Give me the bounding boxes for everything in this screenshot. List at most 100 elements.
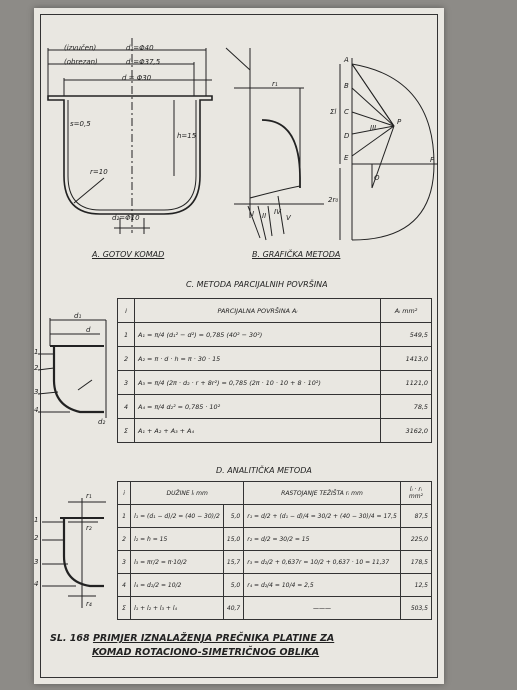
row-index: 2 (116, 527, 132, 551)
row-length-formula: l₄ = d₂/2 = 10/2 (130, 573, 224, 597)
table-row: 3 l₃ = πr/2 = π·10/2 15,7 r₃ = d₂/2 + 0,… (116, 550, 433, 574)
label-b-B: B (344, 82, 349, 90)
label-obrezan: (obrezan) (64, 58, 98, 66)
table-row: Σ A₁ + A₂ + A₃ + A₄ 3162,0 (117, 418, 432, 443)
row-distance: ——— (243, 596, 401, 620)
label-b-D: D (344, 132, 350, 140)
drawing-b-graphical-method (34, 8, 444, 268)
row-length-formula: l₁ + l₂ + l₃ + l₄ (130, 596, 224, 620)
header-product: lᵢ · rᵢ mm² (399, 481, 433, 505)
header-i: i (116, 481, 132, 505)
row-value: 549,5 (380, 322, 432, 347)
row-length-value: 5,0 (222, 573, 245, 597)
figure-caption-line1: Sl. 168 PRIMJER IZNALAŽENJA PREČNIKA PLA… (50, 632, 430, 646)
row-product: 225,0 (399, 527, 433, 551)
table-row: 4 l₄ = d₂/2 = 10/2 5,0 r₄ = d₂/4 = 10/4 … (116, 573, 433, 597)
label-h: h=15 (177, 132, 197, 140)
row-formula: A₁ + A₂ + A₃ + A₄ (134, 418, 381, 443)
row-index: 3 (116, 550, 132, 574)
label-d2: d₂=Φ10 (112, 214, 140, 222)
label-b-V: V (286, 214, 291, 222)
row-distance: r₃ = d₂/2 + 0,637r = 10/2 + 0,637 · 10 =… (243, 550, 401, 574)
d-label-3: 3 (34, 558, 39, 566)
c-label-3: 3 (34, 388, 39, 396)
label-b-IV: IV (274, 208, 281, 216)
row-formula: A₁ = π/4 (d₁² − d²) = 0,785 (40² − 30²) (134, 322, 381, 347)
row-index: Σ (116, 596, 132, 620)
d-label-2: 2 (34, 534, 39, 542)
section-d-profile-sketch (34, 8, 444, 648)
row-index: Σ (117, 418, 135, 443)
header-lengths: DUŽINE lᵢ mm (130, 481, 245, 505)
header-centroid-distance: RASTOJANJE TEŽIŠTA rᵢ mm (243, 481, 401, 505)
row-length-formula: l₂ = h = 15 (130, 527, 224, 551)
partial-areas-table: i PARCIJALNA POVRŠINA Aᵢ Aᵢ mm² 1 A₁ = π… (117, 298, 432, 443)
figure-number: Sl. 168 (50, 633, 90, 644)
section-c-profile-sketch (34, 8, 444, 468)
label-b-E: E (344, 154, 349, 162)
drawing-a-finished-part (34, 8, 444, 268)
table-header-row: i DUŽINE lᵢ mm RASTOJANJE TEŽIŠTA rᵢ mm … (116, 481, 433, 505)
row-length-value: 15,7 (222, 550, 245, 574)
label-r: r=10 (90, 168, 108, 176)
label-b-O: O (374, 174, 380, 182)
row-length-value: 40,7 (222, 596, 245, 620)
section-d-title: d. ANALITIČKA METODA (216, 466, 312, 475)
row-length-value: 15,0 (222, 527, 245, 551)
table-row: 2 l₂ = h = 15 15,0 r₂ = d/2 = 30/2 = 15 … (116, 527, 433, 551)
table-row: 1 A₁ = π/4 (d₁² − d²) = 0,785 (40² − 30²… (117, 322, 432, 347)
label-b-2r0: 2r₀ (328, 196, 339, 204)
label-izvucen: (izvučen) (64, 44, 97, 52)
d-label-1: 1 (34, 516, 39, 524)
d-label-r2: r₂ (86, 524, 92, 532)
d-label-r1: r₁ (86, 492, 92, 500)
figure-caption: Sl. 168 PRIMJER IZNALAŽENJA PREČNIKA PLA… (50, 632, 430, 660)
label-b-III: III (370, 124, 377, 132)
row-product: 87,5 (399, 504, 433, 528)
label-b-I: I (252, 210, 255, 218)
table-row: Σ l₁ + l₂ + l₃ + l₄ 40,7 ——— 503,5 (116, 596, 433, 620)
label-b-II: II (262, 212, 267, 220)
row-length-value: 5,0 (222, 504, 245, 528)
row-index: 1 (116, 504, 132, 528)
label-b-P: P (397, 118, 402, 126)
row-length-formula: l₁ = (d₁ − d)/2 = (40 − 30)/2 (130, 504, 224, 528)
label-d1-izvucen: d₁=Φ40 (126, 44, 154, 52)
row-product: 503,5 (399, 596, 433, 620)
row-distance: r₄ = d₂/4 = 10/4 = 2,5 (243, 573, 401, 597)
row-length-formula: l₃ = πr/2 = π·10/2 (130, 550, 224, 574)
row-product: 178,5 (399, 550, 433, 574)
label-b-C: C (344, 108, 349, 116)
c-label-1: 1 (34, 348, 39, 356)
table-row: 3 A₃ = π/4 (2π · d₂ · r + 8r²) = 0,785 (… (117, 370, 432, 395)
label-b-r1: r₁ (272, 80, 278, 88)
header-area-mm2: Aᵢ mm² (380, 298, 432, 323)
label-d1-obrezan: d₁=Φ37,5 (126, 58, 161, 66)
analytical-method-table: i DUŽINE lᵢ mm RASTOJANJE TEŽIŠTA rᵢ mm … (116, 481, 433, 620)
label-b-A: A (344, 56, 349, 64)
label-b-sum-l: Σl (330, 108, 337, 116)
figure-caption-line2: KOMAD ROTACIONO-SIMETRIČNOG OBLIKA (50, 646, 430, 660)
row-product: 12,5 (399, 573, 433, 597)
label-b-F: F (430, 156, 435, 164)
c-label-d2: d₂ (98, 418, 106, 426)
textbook-page: (izvučen) d₁=Φ40 (obrezan) d₁=Φ37,5 d = … (34, 8, 444, 684)
figure-caption-text1: PRIMJER IZNALAŽENJA PREČNIKA PLATINE ZA (92, 633, 335, 644)
label-d: d = Φ30 (122, 74, 152, 82)
d-label-4: 4 (34, 580, 39, 588)
d-label-r4: r₄ (86, 600, 92, 608)
row-value: 3162,0 (380, 418, 432, 443)
row-index: 4 (116, 573, 132, 597)
row-distance: r₂ = d/2 = 30/2 = 15 (243, 527, 401, 551)
row-distance: r₁ = d/2 + (d₁ − d)/4 = 30/2 + (40 − 30)… (243, 504, 401, 528)
table-row: 1 l₁ = (d₁ − d)/2 = (40 − 30)/2 5,0 r₁ =… (116, 504, 433, 528)
figure-caption-text2: KOMAD ROTACIONO-SIMETRIČNOG OBLIKA (92, 647, 320, 658)
c-label-d1: d₁ (74, 312, 82, 320)
label-s: s=0,5 (70, 120, 91, 128)
section-c-title: c. METODA PARCIJALNIH POVRŠINA (186, 280, 328, 289)
caption-a: a. GOTOV KOMAD (92, 250, 165, 259)
c-label-4: 4 (34, 406, 39, 414)
c-label-2: 2 (34, 364, 39, 372)
caption-b: b. GRAFIČKA METODA (252, 250, 341, 259)
page-frame (40, 14, 438, 678)
